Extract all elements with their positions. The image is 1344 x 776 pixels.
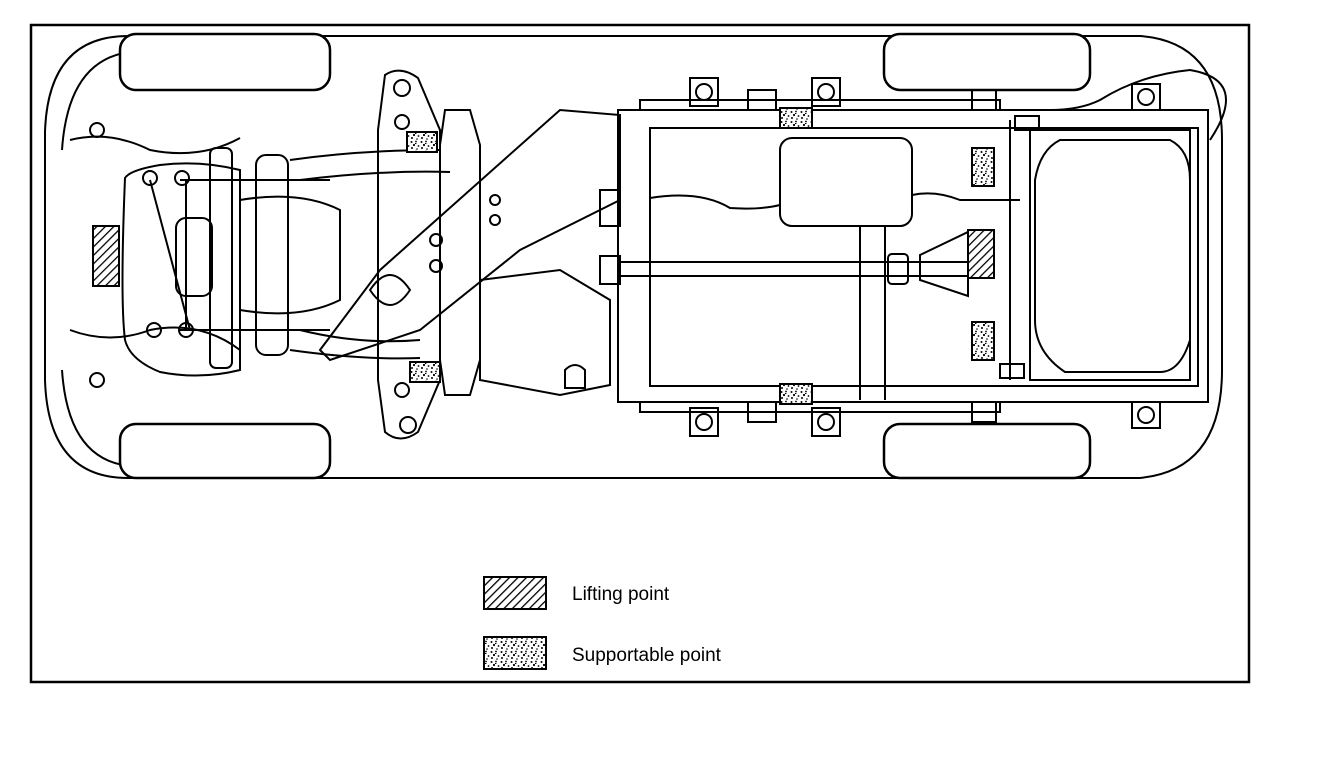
figure-frame <box>29 23 1251 684</box>
wheels <box>118 32 1092 480</box>
lifting-point-markers <box>92 225 995 287</box>
lifting-point-rear <box>967 229 995 279</box>
legend-label-supportable: Supportable point <box>572 645 721 666</box>
supportable-point <box>779 107 813 129</box>
legend-swatch-supportable <box>483 636 547 670</box>
supportable-point <box>409 361 441 383</box>
legend-label-lifting: Lifting point <box>572 584 670 605</box>
supportable-point <box>406 131 438 153</box>
rear-frame <box>599 68 1227 437</box>
supportable-point <box>779 383 813 405</box>
supportable-point <box>971 147 995 187</box>
lifting-point-front <box>92 225 120 287</box>
supportable-point-markers <box>406 107 995 405</box>
wheel-rear-right <box>882 422 1092 480</box>
vehicle-outline <box>44 35 1223 479</box>
wheel-front-left <box>118 32 332 92</box>
wheel-rear-left <box>882 32 1092 92</box>
crossmember <box>318 69 621 440</box>
legend-swatch-lifting <box>483 576 547 610</box>
supportable-point <box>971 321 995 361</box>
wheel-front-right <box>118 422 332 480</box>
